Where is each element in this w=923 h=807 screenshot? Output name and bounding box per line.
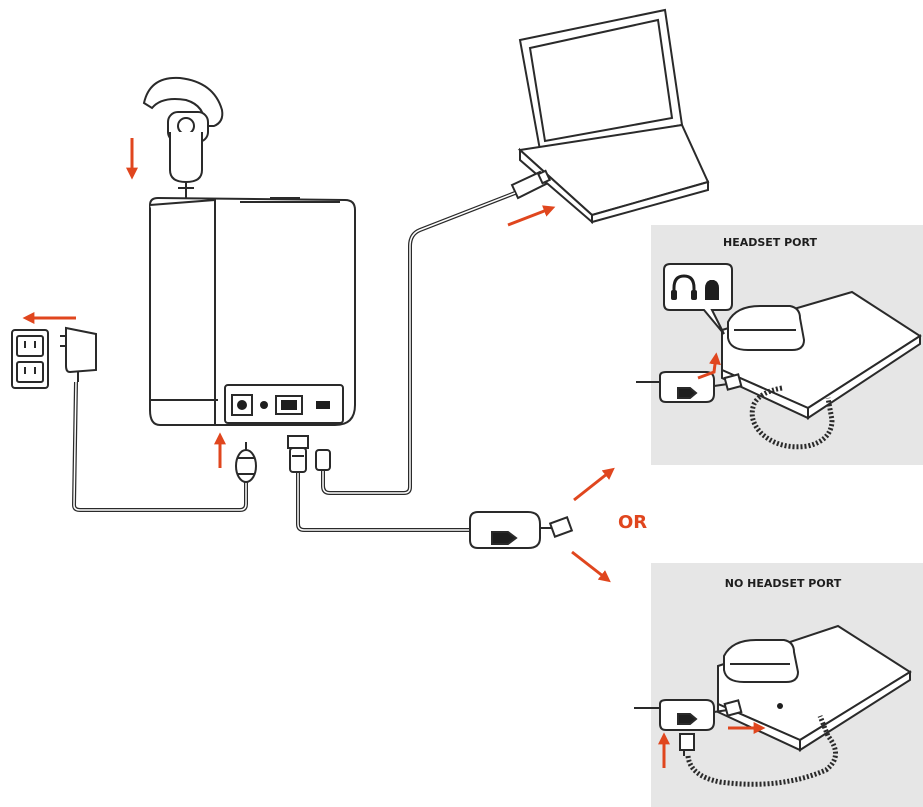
headset-icon [671, 274, 697, 300]
headset-port-title: HEADSET PORT [723, 236, 818, 249]
power-adapter-icon [60, 326, 97, 382]
telephone-interface-box [636, 371, 743, 403]
coiled-cord [749, 385, 835, 450]
no-headset-port-title: NO HEADSET PORT [725, 577, 842, 590]
arrow-headset-port [697, 352, 721, 380]
arrow-or-up [573, 467, 615, 502]
coiled-cord [685, 715, 838, 787]
usb-plug-icon [510, 169, 552, 200]
telephone-interface-box [469, 511, 552, 549]
laptop-icon [517, 8, 710, 225]
micro-usb-connector [315, 449, 331, 471]
desk-phone-with-headset-port [721, 290, 922, 420]
base-usb-port [316, 401, 330, 409]
headset-icon [142, 76, 224, 198]
base-usb-jack [260, 401, 268, 409]
handset-icon [705, 280, 719, 300]
modular-plug [548, 516, 574, 538]
arrow-laptop-usb [507, 205, 556, 227]
or-label: OR [618, 512, 647, 533]
telephone-interface-box [634, 699, 743, 756]
telephone-connector [287, 435, 309, 473]
power-plug-icon [235, 442, 257, 483]
base-station [149, 196, 356, 426]
wall-outlet-icon [11, 329, 49, 389]
arrow-or-down [571, 550, 611, 583]
